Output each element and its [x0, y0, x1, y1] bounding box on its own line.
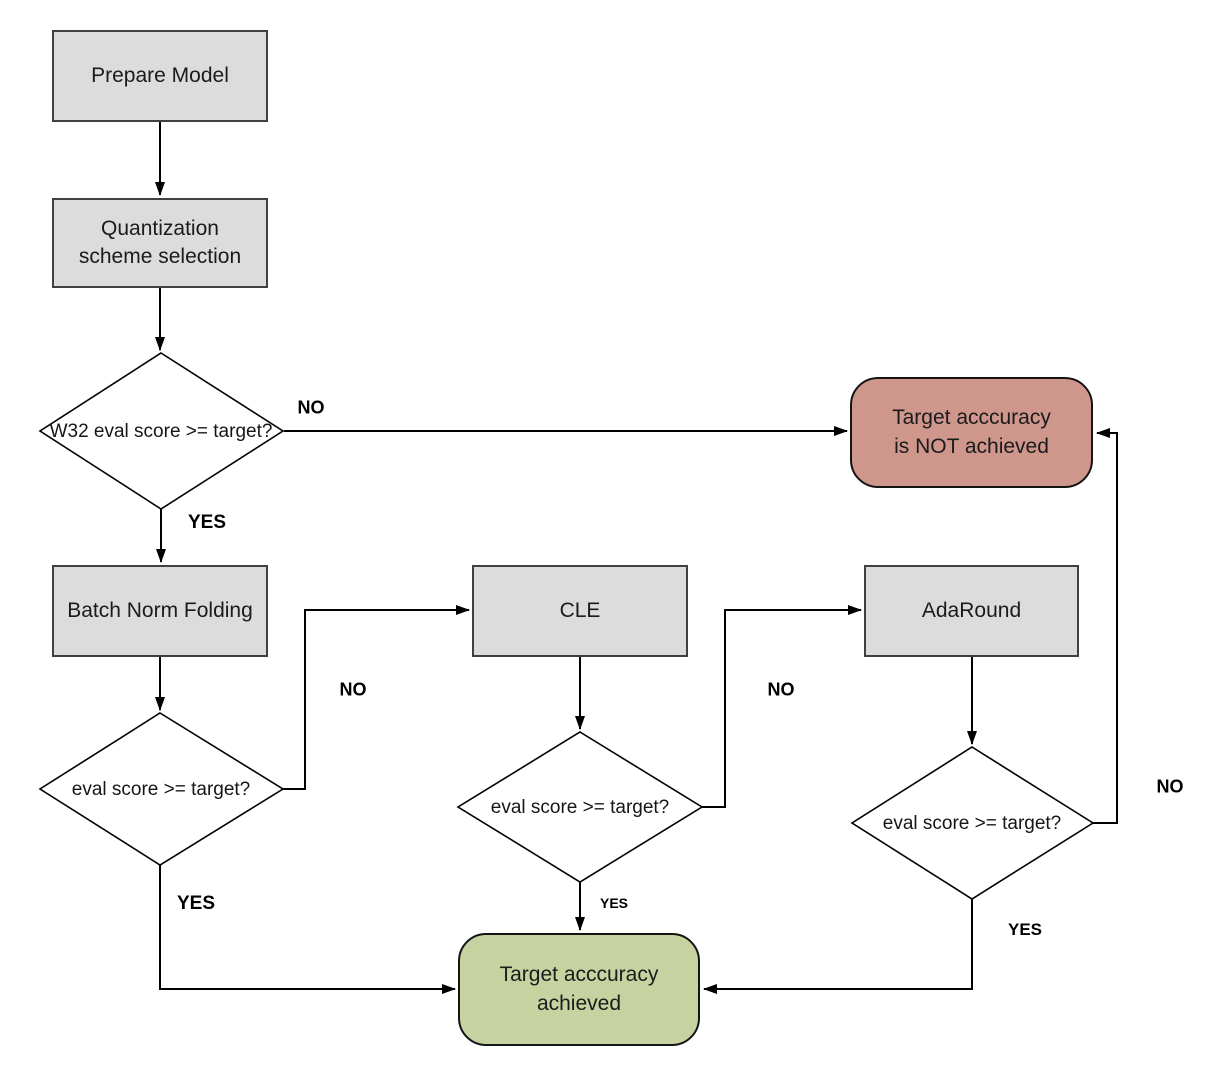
adaround-decision-label: eval score >= target? [882, 813, 1062, 834]
edge-label-w32-yes: YES [187, 512, 227, 533]
target-accuracy-achieved-node: Target acccuracy achieved [458, 933, 700, 1046]
adaround-node: AdaRound [864, 565, 1079, 657]
bnf-decision-label: eval score >= target? [71, 779, 251, 800]
edge-adaround-no-to-fail [1093, 428, 1118, 824]
edge-label-adaround-yes: YES [1007, 920, 1043, 939]
target-accuracy-not-achieved-node: Target acccuracy is NOT achieved [850, 377, 1093, 488]
prepare-model-node: Prepare Model [52, 30, 268, 122]
quantization-scheme-node: Quantization scheme selection [52, 198, 268, 288]
w32-decision-label: W32 eval score >= target? [49, 421, 273, 442]
edge-cle-no-to-adaround [702, 605, 862, 808]
bnf-decision-diamond [38, 712, 285, 866]
w32-decision-diamond [38, 352, 285, 510]
edge-label-bnf-no: NO [339, 679, 367, 700]
cle-decision-diamond [456, 731, 704, 883]
edge-label-cle-no: NO [767, 679, 795, 700]
edge-label-bnf-yes: YES [176, 893, 216, 914]
edge-label-adaround-no: NO [1156, 776, 1184, 797]
edge-label-w32-no: NO [297, 397, 325, 418]
cle-node: CLE [472, 565, 688, 657]
edge-adaround-yes-to-success [703, 899, 973, 994]
adaround-decision-diamond [850, 746, 1095, 900]
edge-label-cle-yes: YES [599, 895, 629, 911]
edge-bnf-no-to-cle [283, 605, 470, 790]
edge-bnf-yes-to-success [159, 865, 456, 994]
cle-decision-label: eval score >= target? [490, 797, 670, 818]
batch-norm-folding-node: Batch Norm Folding [52, 565, 268, 657]
